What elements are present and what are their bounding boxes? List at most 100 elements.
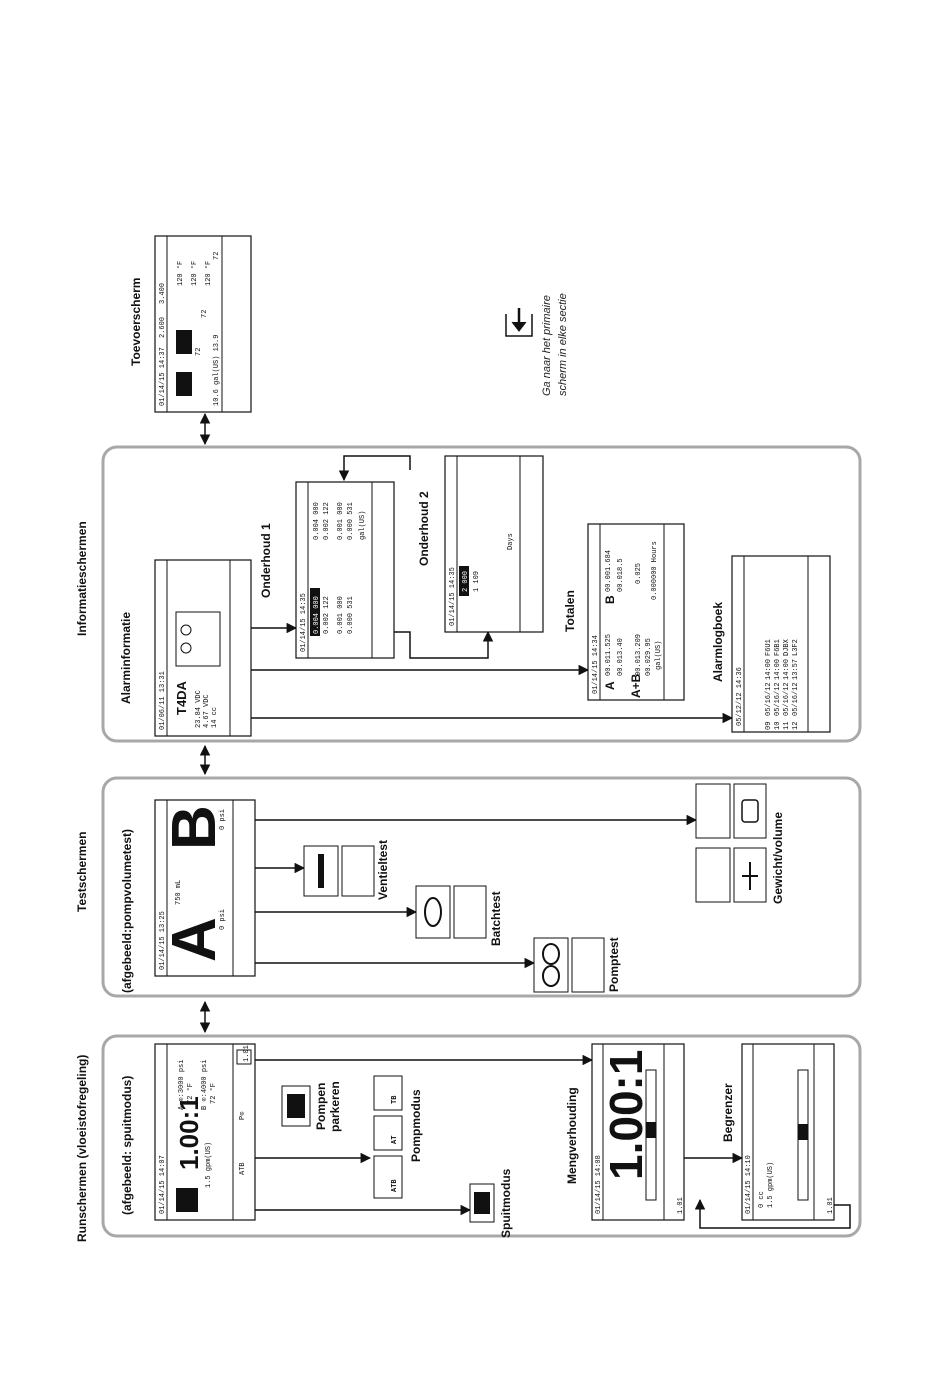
tot-lblAB: A+B [629, 673, 643, 698]
m1-r4: 0.000 531 [347, 596, 355, 634]
log-row-3: 12 [792, 722, 800, 730]
log-row-2-t: 14:00 [783, 659, 791, 680]
m1-r8: 0.000 531 [347, 502, 355, 540]
feed-vol: 10.6 gal(US) 13.9 [213, 335, 221, 406]
tot-b1: 00.001.684 [605, 550, 613, 592]
log-row-2: 11 [783, 722, 791, 730]
park-label-2: parkeren [328, 1081, 342, 1132]
screen-alarmlog: 05/12/12 14:36 09 05/16/12 14:00 F6U1 10… [731, 555, 831, 733]
run-pa: A ⊙:3000 psi [178, 1060, 186, 1110]
pump-mode-icon[interactable]: ATB [239, 1162, 247, 1175]
m2-v1: 2 000 [462, 571, 470, 592]
section-subtitle-test: (afgebeeld:pompvolumetest) [120, 829, 134, 993]
test-pb: 0 psi [219, 809, 227, 830]
tot-b2: 00.018.5 [617, 558, 625, 592]
limiter-btn: 1.01 [827, 1197, 835, 1214]
weight-label: Gewicht/volume [771, 812, 785, 904]
screen-maint2: 01/14/15 14:35 2 000 1 109 Days [444, 455, 544, 633]
run-flow: 1.5 gpm(US) [205, 1142, 213, 1188]
pump-mode-label: Pompmodus [409, 1089, 423, 1162]
limiter-label: Begrenzer [721, 1083, 735, 1142]
log-row-2-d: 05/16/12 [783, 682, 791, 716]
log-row-0-d: 05/16/12 [765, 682, 773, 716]
screen-run-main: 01/14/15 14:07 1.00:1 1.5 gpm(US) A ⊙:30… [154, 1043, 256, 1221]
arrow-limiter-back [694, 1198, 851, 1229]
feed-t1: 120 °F [176, 261, 185, 286]
section-subtitle-run: (afgebeeld: spuitmodus) [120, 1076, 134, 1215]
m1-r6: 0.002 122 [323, 502, 331, 540]
screen-ratio: 01/14/15 14:08 1.00:1 1.01 Mengverhoudin… [565, 1043, 685, 1221]
note-line-1: Ga naar het primaire [541, 295, 553, 396]
screen-totals: 01/14/15 14:34 A B A+B 00.011.525 00.013… [587, 523, 685, 701]
run-pb: B ⊙:4000 psi [201, 1060, 209, 1110]
run-tb: 72 °F [209, 1083, 218, 1104]
svg-text:TB: TB [391, 1095, 399, 1104]
alarm-v2: 4.67 VDC [203, 694, 211, 728]
m2-v2: 1 109 [473, 571, 481, 592]
park-label-1: Pompen [314, 1083, 328, 1130]
m1-unit: gal(US) [359, 511, 367, 540]
m1-r5: 0.004 000 [313, 502, 321, 540]
panel-info [101, 445, 862, 743]
run-ratio: 1.00:1 [174, 1096, 204, 1170]
run-ta: 72 °F [186, 1083, 195, 1104]
ratio-button[interactable] [236, 1049, 252, 1065]
maint1-label: Onderhoud 1 [259, 523, 273, 598]
feed-p2: 3.400 [159, 283, 167, 304]
batch-test: Batchtest [415, 885, 503, 946]
screen-limiter: 01/14/15 14:10 0 cc 1.5 gpm(US) 1.01 Beg… [721, 1043, 835, 1221]
spray-mode-icon[interactable] [176, 1188, 198, 1212]
feed-t6: 72 [213, 252, 221, 260]
note-line-2: scherm in elke sectie [557, 293, 569, 396]
feed-t2: 120 °F [190, 261, 199, 286]
log-row-0-t: 14:00 [765, 659, 773, 680]
spray-mode: Spuitmodus [469, 1168, 513, 1238]
tot-date: 01/14/15 14:34 [592, 635, 600, 694]
park-icon[interactable]: P⊙ [239, 1112, 247, 1120]
feed-t3: 120 °F [204, 261, 213, 286]
feed-label: Toevoerscherm [129, 278, 143, 366]
test-vol: 750 mL [175, 880, 183, 905]
m1-r3: 0.001 000 [337, 596, 345, 634]
limiter-vol: 0 cc [758, 1191, 766, 1208]
feed-p1: 2.600 [159, 317, 167, 338]
totals-label: Totalen [563, 590, 577, 632]
arrow-maint1-maint2 [394, 630, 494, 659]
screen-maint1: 01/14/15 14:35 0.004 000 0.002 122 0.001… [295, 481, 395, 659]
park-pumps: Pompen parkeren [281, 1081, 342, 1132]
tot-cnt: 0.025 [635, 563, 643, 584]
tot-hrs: 0.000000 Hours [651, 541, 659, 600]
alarm-label: Alarminformatie [119, 612, 133, 704]
log-row-0-c: F6U1 [765, 639, 773, 656]
arrow-maint2-maint1 [338, 455, 411, 482]
tot-a1: 00.011.525 [605, 634, 613, 676]
section-title-test: Testschermen [75, 832, 89, 912]
alarm-v3: 14 cc [211, 707, 219, 728]
run-btn: 1.01 [243, 1045, 251, 1062]
tot-lblB: B [603, 595, 617, 604]
log-row-1-c: F6B1 [774, 639, 782, 656]
svg-text:AT: AT [391, 1136, 399, 1144]
feed-t5: 72 [201, 310, 209, 318]
screen-feed: 01/14/15 14:37 2.600 3.400 120 °F 120 °F… [154, 235, 252, 413]
test-date: 01/14/15 13:25 [159, 911, 167, 970]
panel-run [101, 1034, 862, 1238]
batch-test-label: Batchtest [489, 891, 503, 946]
test-b: B [160, 805, 229, 850]
spray-mode-label: Spuitmodus [499, 1168, 513, 1238]
weight-volume: Gewicht/volume [695, 783, 785, 904]
feed-date: 01/14/15 14:37 [159, 347, 167, 406]
run-date: 01/14/15 14:07 [159, 1155, 167, 1214]
pump-test: Pomptest [533, 937, 621, 993]
log-date: 05/12/12 14:36 [736, 667, 744, 726]
log-row-3-t: 13:57 [792, 659, 800, 680]
tot-ab1: 00.013.209 [635, 634, 643, 676]
test-pa: 0 psi [219, 909, 227, 930]
tot-lblA: A [603, 681, 617, 690]
alarm-date: 01/06/11 13:31 [159, 671, 167, 730]
m2-unit: Days [507, 533, 515, 550]
screen-alarm: 01/06/11 13:31 T4DA 23.84 VDC 4.67 VDC 1… [154, 559, 252, 737]
limiter-flow: 1.5 gpm(US) [767, 1162, 775, 1208]
screen-test-main: 01/14/15 13:25 A B 750 mL 0 psi 0 psi [154, 799, 256, 977]
tot-ab2: 00.029.95 [645, 638, 653, 676]
